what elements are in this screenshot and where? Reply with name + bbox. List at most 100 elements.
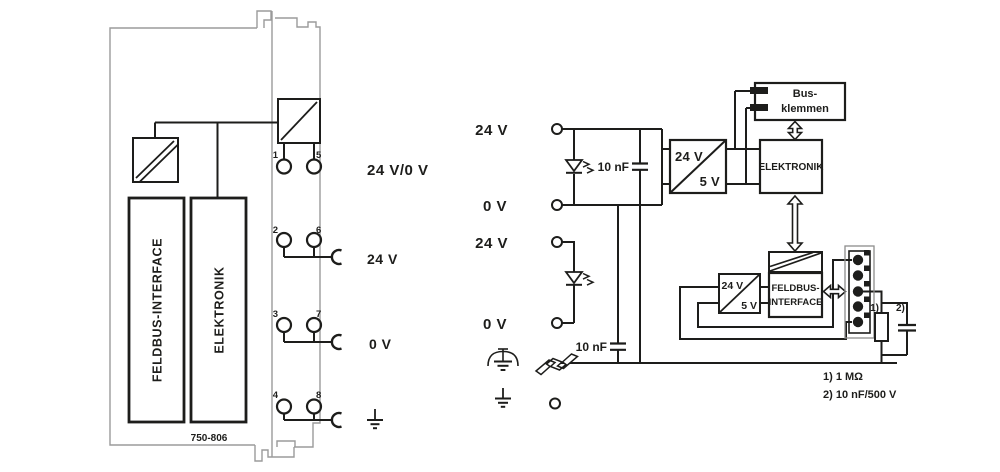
fieldbus-connector: [844, 245, 875, 339]
bus-terminal-box: [753, 81, 847, 122]
bus-terminal-pad-2: [750, 104, 768, 111]
housing-bottom-tab: [276, 440, 296, 447]
bus-terminal-label-2: klemmen: [781, 103, 829, 115]
connector-pin-large: [852, 316, 864, 328]
connector-pins: [852, 250, 870, 328]
module-block-electronics-label: ELEKTRONIK: [213, 266, 227, 353]
dcdc2-diagonal: [718, 273, 761, 314]
connector-pin-small: [864, 265, 870, 271]
dcdc2-loop-inner: [697, 259, 852, 328]
connector-pin-small: [864, 281, 870, 287]
dcdc2-in-label: 24 V: [722, 280, 744, 292]
supply-terminals: [549, 123, 563, 410]
contact-4-8-jumper: [283, 413, 333, 421]
contact-7-circle: [305, 316, 323, 334]
earth-symbol-module-icon: [367, 409, 383, 430]
schematic-drawing: 24 V 5 V ELEKTRONIK Bus- klemmen FELDBUS…: [475, 81, 916, 410]
module-internal-wiring: [132, 98, 383, 430]
contact-4-circle: [275, 398, 293, 415]
terminal-field-0v: [551, 317, 563, 329]
module-block-fieldbus-interface: [127, 196, 186, 424]
module-0v-label: 0 V: [369, 336, 392, 352]
connector-inner-outline: [848, 250, 871, 334]
shield-cap-icon: [898, 323, 916, 332]
led-symbols: [564, 159, 595, 286]
contact-6-number: 6: [316, 225, 321, 236]
module-housing-outline: [109, 10, 321, 462]
earth-ground-icon: [495, 388, 511, 408]
functional-earth-icon: [487, 348, 519, 371]
contact-2-circle: [275, 231, 293, 249]
module-converter-double-diagonal: [135, 140, 179, 183]
bus-terminal-wires: [734, 90, 752, 184]
housing-bottom-clip: [254, 445, 295, 462]
dcdc1-diagonal: [669, 139, 727, 194]
terminal-sys-0v: [551, 199, 563, 211]
electronics-box: [758, 138, 824, 195]
module-block-electronics: [189, 196, 248, 424]
connector-pin-large: [852, 254, 864, 266]
bus-terminal-pad-1: [750, 87, 768, 94]
isolation-barrier-diagonals: [769, 251, 822, 272]
dcdc1-in-label: 24 V: [675, 149, 703, 164]
contact-3-circle: [275, 316, 293, 334]
contact-7-number: 7: [316, 309, 321, 320]
connector-pin-large: [852, 301, 864, 312]
footnote-1: 1) 1 MΩ: [823, 371, 863, 383]
module-terminal-converter-box: [277, 98, 321, 144]
module-isolated-converter-box: [132, 137, 179, 183]
contact-3-7-jumper: [283, 332, 333, 343]
earth-symbols: [487, 348, 579, 408]
system-supply-rails: [562, 128, 663, 206]
arrow-electronics-fieldbus-icon: [786, 194, 804, 253]
contact-8-circle: [305, 398, 323, 415]
connector-pin-large: [852, 286, 864, 297]
contact-2-6-jumper: [283, 247, 333, 258]
module-drawing: FELDBUS-INTERFACE ELEKTRONIK 750-806 1 5…: [109, 10, 429, 462]
system-led-arrows-icon: [582, 160, 595, 174]
terminal-sys-24v: [551, 123, 563, 135]
module-supply-label: 24 V/0 V: [367, 162, 429, 179]
cage-clamp-earth-icon: [330, 411, 342, 429]
connector-pin-small: [864, 312, 870, 318]
contact-8-number: 8: [316, 390, 321, 401]
terminal-field-24v: [551, 236, 563, 248]
bus-terminal-label-1: Bus-: [793, 88, 818, 100]
field-led-icon: [564, 271, 584, 285]
field-led-arrows-icon: [582, 272, 595, 286]
footnote-2: 2) 10 nF/500 V: [823, 389, 897, 401]
module-supply-wires: [154, 121, 278, 198]
dcdc1-input-stubs: [662, 148, 670, 185]
ref2-marker: 2): [896, 303, 905, 314]
terminal-earth: [549, 397, 561, 410]
contact-1-number: 1: [273, 150, 279, 161]
module-block-fieldbus-label: FELDBUS-INTERFACE: [151, 238, 165, 382]
capacitor-symbols: [610, 162, 916, 351]
contact-1-5-stubs: [283, 143, 315, 160]
zero-volt-cap-label: 10 nF: [576, 340, 607, 354]
contact-5-circle: [305, 158, 323, 175]
fieldbus-interface-box: [767, 271, 824, 319]
field-0v-label: 0 V: [483, 316, 507, 333]
shield-resistor-icon: [874, 312, 889, 342]
fieldbus-interface-label-2: INTERFACE: [769, 297, 823, 308]
zero-volt-cap-icon: [610, 342, 626, 351]
module-24v-label: 24 V: [367, 251, 398, 267]
fieldbus-interface-label-1: FELDBUS-: [771, 283, 819, 294]
module-terminal-converter-diagonal: [280, 101, 318, 141]
cage-clamp-24v-icon: [330, 248, 342, 266]
shield-network-wires: [858, 290, 908, 363]
contact-2-number: 2: [273, 225, 278, 236]
connector-outer-outline: [844, 245, 875, 339]
system-led-icon: [564, 159, 584, 173]
sys-cap-label: 10 nF: [598, 160, 629, 174]
contact-4-number: 4: [273, 390, 279, 401]
cage-clamp-0v-icon: [330, 333, 342, 351]
data-flow-arrows: [786, 120, 847, 300]
housing-top-clip: [256, 10, 272, 28]
system-cap-icon: [632, 162, 648, 171]
housing-body-outline: [109, 27, 257, 446]
dcdc1-output-wires: [726, 148, 760, 185]
